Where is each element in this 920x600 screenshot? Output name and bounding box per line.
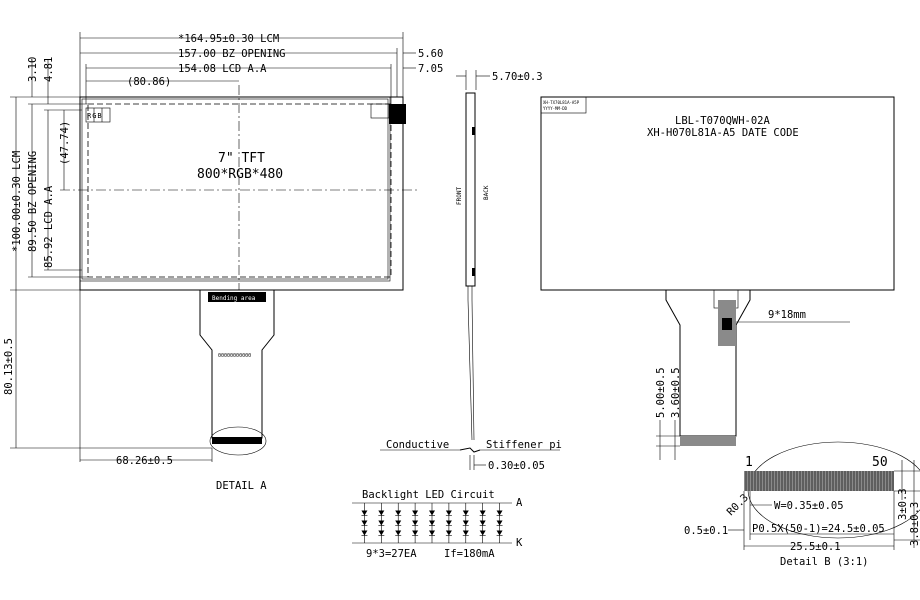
fpc-part-number: 00000000000 [218, 353, 251, 359]
led-diode [496, 510, 503, 516]
led-current: If=180mA [444, 548, 495, 560]
detail-b: 1 50 R0.3 W=0.35±0.05 0.5±0.1 P0.5X(50-1… [684, 455, 920, 568]
detail-a-label: DETAIL A [216, 480, 267, 492]
led-diode [429, 520, 435, 526]
side-view: 5.70±0.3 FRONT BACK Conductive Stiffener… [380, 70, 562, 472]
led-diode [479, 530, 486, 536]
dim-center-y: (47.74) [59, 121, 71, 165]
dim-fpc-offset: 68.26±0.5 [116, 455, 173, 467]
dim-offset: 0.5±0.1 [684, 525, 728, 537]
dim-360: 3.60±0.5 [670, 367, 682, 418]
dim-h2: 3.8±0.3 [909, 502, 920, 546]
fpc-contacts [212, 437, 262, 444]
led-diode [361, 530, 368, 536]
dim-lcd-aa-height: 85.92 LCD A.A [43, 185, 55, 268]
led-diode [445, 530, 452, 536]
pin-last: 50 [872, 455, 888, 470]
led-diode [395, 520, 402, 526]
dim-500: 5.00±0.5 [655, 367, 667, 418]
led-diode [445, 510, 452, 516]
dim-bz-opening-height: 89.50 BZ OPENING [27, 151, 39, 252]
led-diode [378, 520, 385, 526]
bz-opening-outline [79, 96, 391, 282]
led-diode [361, 520, 368, 526]
conductive-label: Conductive [386, 439, 449, 451]
sticker-line1: XH-TX70L81A-A5P [543, 100, 580, 105]
led-diode [479, 510, 486, 516]
back-label: BACK [483, 185, 490, 200]
led-diode [479, 520, 486, 526]
led-diode [445, 520, 452, 526]
led-diode [462, 530, 469, 536]
dim-w: W=0.35±0.05 [774, 500, 844, 512]
lcm-outline [79, 96, 404, 291]
panel-type: 7" TFT [218, 151, 265, 166]
backlight-circuit: Backlight LED Circuit A K 9*3=27EA If=18… [352, 489, 523, 560]
led-diode [378, 530, 385, 536]
led-diode [412, 520, 419, 526]
dim-center-x: (80.86) [127, 76, 171, 88]
dim-radius: R0.3 [725, 492, 751, 518]
led-diode [361, 510, 368, 516]
front-label: FRONT [456, 187, 463, 205]
led-diode [378, 510, 385, 516]
dim-stiffener: 0.30±0.05 [488, 460, 545, 472]
led-diode [496, 530, 503, 536]
led-diode [496, 520, 503, 526]
model-number: LBL-T070QWH-02A [675, 115, 771, 127]
dim-bz-opening-width: 157.00 BZ OPENING [178, 48, 285, 60]
back-stiffener [680, 436, 736, 446]
dim-pitch: P0.5X(50-1)=24.5±0.05 [752, 523, 885, 535]
bending-area-label: Bending area [212, 295, 256, 302]
dim-lcm-height: *100.00±0.30 LCM [11, 151, 23, 252]
led-count: 9*3=27EA [366, 548, 417, 560]
cathode-label: K [516, 537, 523, 549]
fpc-cable: Bending area 00000000000 [199, 290, 275, 456]
back-view: XH-TX70L81A-A5P YYYY-MM-DD LBL-T070QWH-0… [540, 96, 920, 539]
dim-lcd-aa-width: 154.08 LCD A.A [178, 63, 267, 75]
stiffener-label: Stiffener pi [486, 439, 562, 451]
dim-h1: 3±0.3 [897, 488, 909, 520]
led-diode [429, 530, 435, 536]
anode-label: A [516, 497, 523, 509]
dim-component: 9*18mm [768, 309, 806, 321]
dim-lcm-width: *164.95±0.30 LCM [178, 33, 279, 45]
led-diode [429, 510, 435, 516]
sticker-line2: YYYY-MM-DD [543, 106, 568, 111]
led-diode [395, 530, 402, 536]
backlight-title: Backlight LED Circuit [362, 489, 495, 501]
front-view: RGB 7" TFT 800*RGB*480 *164.95±0.30 LCM … [3, 32, 443, 492]
detail-a-circle [209, 426, 267, 456]
led-diode [395, 510, 402, 516]
dim-thickness: 5.70±0.3 [492, 71, 543, 83]
side-profile [465, 92, 476, 287]
date-code: XH-H070L81A-A5 DATE CODE [647, 127, 799, 139]
led-diode [462, 520, 469, 526]
dim-top-310: 3.10 [27, 57, 39, 82]
dim-right-560: 5.60 [418, 48, 443, 60]
rgb-label: RGB [87, 112, 103, 120]
resolution: 800*RGB*480 [197, 167, 283, 182]
dim-fpc-length: 80.13±0.5 [3, 338, 15, 395]
detail-b-title: Detail B (3:1) [780, 556, 869, 568]
led-diode [462, 510, 469, 516]
connector-block [389, 104, 406, 124]
led-grid [361, 503, 503, 543]
active-area-outline [87, 103, 392, 278]
back-sticker [540, 96, 587, 114]
led-diode [412, 530, 419, 536]
detail-b-pin-pattern [745, 471, 894, 491]
led-diode [412, 510, 419, 516]
dim-top-481: 4.81 [43, 57, 55, 82]
dim-right-705: 7.05 [418, 63, 443, 75]
pin-first: 1 [745, 455, 753, 470]
dim-total: 25.5±0.1 [790, 541, 841, 553]
